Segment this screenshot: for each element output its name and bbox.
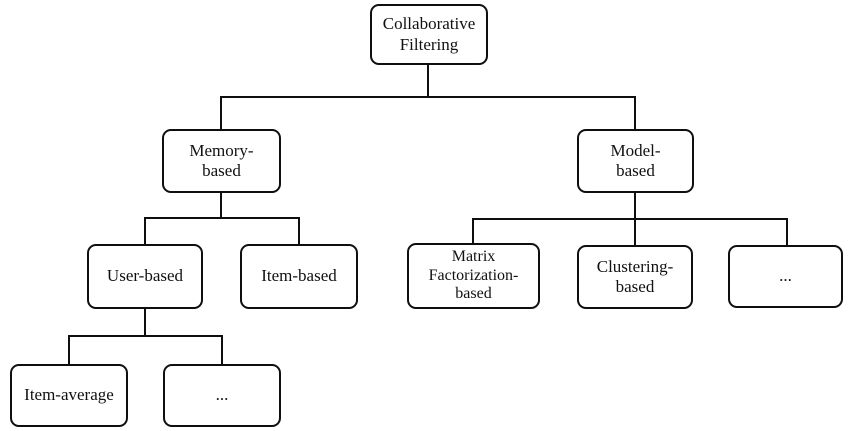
- node-model-based-ellipsis: ...: [728, 245, 843, 308]
- connector-model-rail: [472, 218, 788, 220]
- connector-memory-stem: [220, 193, 222, 219]
- node-collaborative-filtering: Collaborative Filtering: [370, 4, 488, 65]
- connector-user-stem: [144, 309, 146, 337]
- connector-model-to-matrix: [472, 218, 474, 243]
- node-memory-based: Memory- based: [162, 129, 281, 193]
- node-item-average: Item-average: [10, 364, 128, 427]
- connector-cf-to-model: [634, 96, 636, 129]
- node-item-based: Item-based: [240, 244, 358, 309]
- node-user-based: User-based: [87, 244, 203, 309]
- connector-memory-to-item: [298, 217, 300, 244]
- connector-cf-rail: [220, 96, 636, 98]
- node-clustering-based: Clustering- based: [577, 245, 693, 309]
- connector-user-rail: [68, 335, 223, 337]
- connector-memory-to-user: [144, 217, 146, 244]
- connector-cf-to-memory: [220, 96, 222, 129]
- connector-cf-stem: [427, 65, 429, 98]
- connector-memory-rail: [144, 217, 300, 219]
- node-model-based: Model- based: [577, 129, 694, 193]
- connector-user-to-other: [221, 335, 223, 364]
- connector-user-to-itemavg: [68, 335, 70, 364]
- node-user-based-ellipsis: ...: [163, 364, 281, 427]
- connector-model-to-other: [786, 218, 788, 245]
- node-matrix-factorization-based: Matrix Factorization- based: [407, 243, 540, 309]
